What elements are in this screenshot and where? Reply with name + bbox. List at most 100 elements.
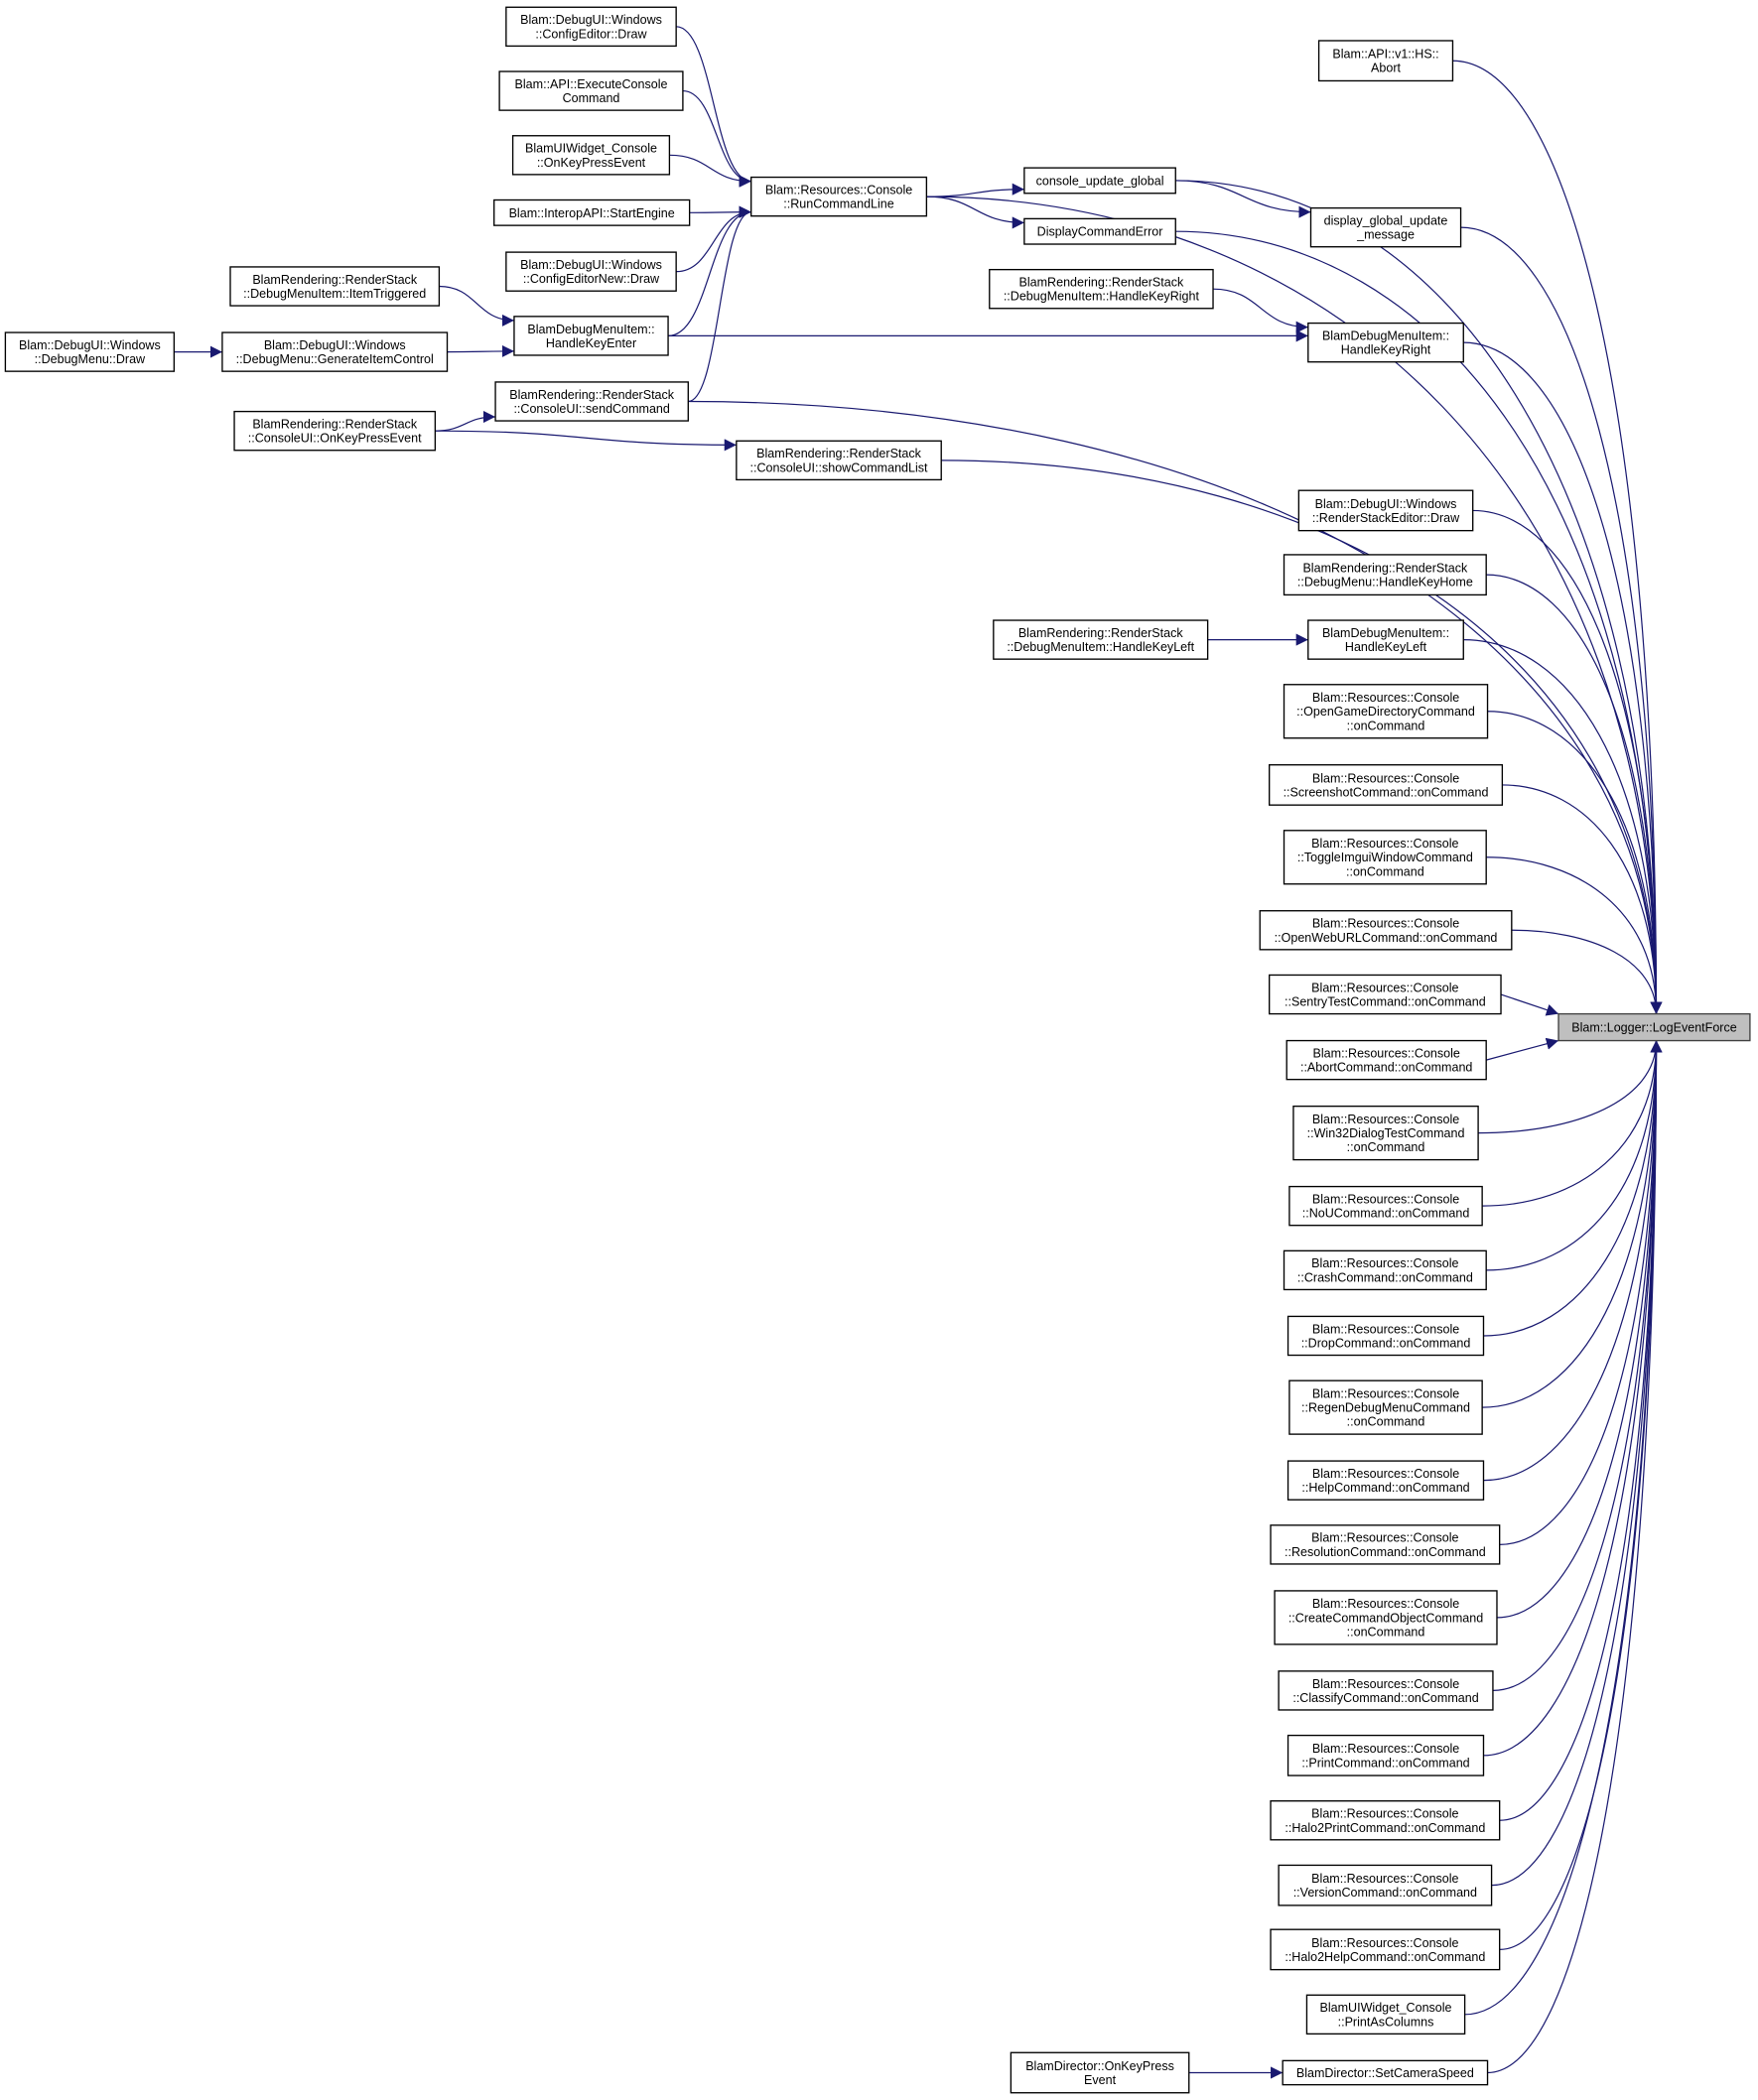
node-label: ::DebugMenuItem::HandleKeyLeft [1007,640,1194,654]
node-label: ::PrintCommand::onCommand [1301,1756,1469,1770]
node-nou[interactable]: Blam::Resources::Console::NoUCommand::on… [1288,1185,1483,1227]
node-label: ::ConfigEditor::Draw [535,27,647,41]
node-sentry-test[interactable]: Blam::Resources::Console::SentryTestComm… [1269,974,1502,1015]
node-generate-item-control[interactable]: Blam::DebugUI::Windows::DebugMenu::Gener… [221,331,449,372]
edge-version-to-log-event-force [1491,1040,1663,1887]
edge-nou-to-log-event-force [1482,1040,1663,1207]
node-box [1286,1734,1485,1776]
node-item-triggered[interactable]: BlamRendering::RenderStack::DebugMenuIte… [229,266,441,307]
node-label: ::Halo2PrintCommand::onCommand [1285,1821,1485,1835]
node-label: Blam::Resources::Console [1311,837,1458,851]
node-label: ::CrashCommand::onCommand [1297,1270,1473,1284]
node-label: Abort [1371,62,1401,75]
node-label: BlamRendering::RenderStack [252,273,418,287]
node-handle-key-enter[interactable]: BlamDebugMenuItem::HandleKeyEnter [513,316,669,356]
node-label: BlamDebugMenuItem:: [1322,329,1449,343]
node-uiwidget-onkey[interactable]: BlamUIWidget_Console::OnKeyPressEvent [511,135,671,176]
node-box [1282,2059,1489,2086]
node-box [505,6,677,48]
edge-display-global-update-to-log-event-force [1460,226,1663,1014]
node-box [1283,830,1487,885]
node-version[interactable]: Blam::Resources::Console::VersionCommand… [1278,1864,1493,1906]
node-label: ::AbortCommand::onCommand [1300,1061,1472,1075]
node-box [1285,1039,1487,1081]
node-regen-debug-menu[interactable]: Blam::Resources::Console::RegenDebugMenu… [1288,1379,1483,1435]
node-label: Blam::Resources::Console [1312,1322,1459,1336]
node-screenshot[interactable]: Blam::Resources::Console::ScreenshotComm… [1269,764,1504,806]
node-label: Blam::Resources::Console [1312,771,1459,785]
node-start-engine[interactable]: Blam::InteropAPI::StartEngine [493,198,691,226]
edge-help-to-log-event-force [1483,1040,1663,1482]
node-label: ::NoUCommand::onCommand [1302,1207,1470,1221]
node-display-command-error[interactable]: DisplayCommandError [1023,217,1176,245]
node-create-command-object[interactable]: Blam::Resources::Console::CreateCommandO… [1274,1590,1498,1645]
node-label: Blam::Resources::Console [1311,1256,1458,1270]
node-director-onkey[interactable]: BlamDirector::OnKeyPressEvent [1010,2051,1190,2094]
node-crash[interactable]: Blam::Resources::Console::CrashCommand::… [1283,1249,1487,1291]
node-rs-handle-key-left[interactable]: BlamRendering::RenderStack::DebugMenuIte… [993,619,1209,660]
node-handle-key-right[interactable]: BlamDebugMenuItem::HandleKeyRight [1307,322,1464,363]
edge-classify-to-log-event-force [1492,1040,1663,1692]
node-label: Blam::API::v1::HS:: [1332,48,1438,62]
node-label: BlamDirector::OnKeyPress [1025,2059,1174,2073]
node-send-command[interactable]: BlamRendering::RenderStack::ConsoleUI::s… [494,381,689,422]
node-box [511,135,671,176]
edge-drop-to-log-event-force [1483,1040,1663,1337]
edge-regen-debug-menu-to-log-event-force [1482,1040,1663,1408]
node-halo2-help[interactable]: Blam::Resources::Console::Halo2HelpComma… [1270,1928,1501,1971]
node-box [1317,40,1454,82]
node-help[interactable]: Blam::Resources::Console::HelpCommand::o… [1286,1460,1485,1501]
node-label: Blam::Resources::Console [1311,1807,1458,1821]
node-label: ::onCommand [1347,1626,1425,1640]
node-console-update-global[interactable]: console_update_global [1023,167,1176,195]
node-halo2-print[interactable]: Blam::Resources::Console::Halo2PrintComm… [1270,1800,1501,1841]
node-label: ::ResolutionCommand::onCommand [1285,1545,1486,1559]
edge-handle-key-left-to-log-event-force [1463,638,1663,1014]
node-consoleui-onkey[interactable]: BlamRendering::RenderStack::ConsoleUI::O… [233,410,437,452]
node-print-as-columns[interactable]: BlamUIWidget_Console::PrintAsColumns [1305,1994,1466,2035]
node-renderstack-editor[interactable]: Blam::DebugUI::Windows::RenderStackEdito… [1297,489,1474,532]
node-display-global-update[interactable]: display_global_update_message [1309,206,1462,248]
node-resolution[interactable]: Blam::Resources::Console::ResolutionComm… [1270,1524,1501,1565]
edge-handle-key-right-to-log-event-force [1463,341,1663,1014]
node-label: Blam::Resources::Console [1312,691,1459,705]
node-label: Blam::Logger::LogEventForce [1571,1021,1737,1035]
node-handle-key-left[interactable]: BlamDebugMenuItem::HandleKeyLeft [1307,619,1464,660]
node-label: ::RunCommandLine [783,197,893,211]
node-configeditornew-draw[interactable]: Blam::DebugUI::Windows::ConfigEditorNew:… [505,251,677,292]
node-log-event-force[interactable]: Blam::Logger::LogEventForce [1557,1012,1751,1042]
node-classify[interactable]: Blam::Resources::Console::ClassifyComman… [1278,1670,1494,1711]
node-open-web-url[interactable]: Blam::Resources::Console::OpenWebURLComm… [1259,910,1513,951]
edge-set-camera-speed-to-log-event-force [1487,1040,1663,2074]
node-handle-key-home[interactable]: BlamRendering::RenderStack::DebugMenu::H… [1283,554,1487,596]
node-box [1283,684,1489,739]
node-abort-command[interactable]: Blam::Resources::Console::AbortCommand::… [1285,1039,1487,1081]
edge-renderstack-editor-to-log-event-force [1472,509,1663,1014]
node-toggle-imgui[interactable]: Blam::Resources::Console::ToggleImguiWin… [1283,830,1487,885]
edge-run-command-line-to-log-event-force [926,196,1663,1014]
node-label: ::VersionCommand::onCommand [1293,1886,1477,1900]
node-label: Blam::Resources::Console [1312,1467,1459,1481]
edge-uiwidget-onkey-to-run-command-line [669,154,751,188]
node-show-command-list[interactable]: BlamRendering::RenderStack::ConsoleUI::s… [736,440,942,481]
node-open-game-dir[interactable]: Blam::Resources::Console::OpenGameDirect… [1283,684,1489,739]
node-set-camera-speed[interactable]: BlamDirector::SetCameraSpeed [1282,2059,1489,2086]
node-run-command-line[interactable]: Blam::Resources::Console::RunCommandLine [750,176,928,217]
node-label: Blam::Resources::Console [1311,981,1458,994]
node-drop[interactable]: Blam::Resources::Console::DropCommand::o… [1286,1315,1485,1357]
node-box [736,440,942,481]
node-label: Blam::DebugUI::Windows [1315,497,1457,511]
edge-handle-key-enter-to-run-command-line [668,205,751,337]
node-configeditor-draw[interactable]: Blam::DebugUI::Windows::ConfigEditor::Dr… [505,6,677,48]
node-win32-dialog[interactable]: Blam::Resources::Console::Win32DialogTes… [1292,1105,1479,1161]
node-box [1023,167,1176,195]
node-rs-handle-key-right[interactable]: BlamRendering::RenderStack::DebugMenuIte… [989,268,1214,310]
node-label: Event [1084,2073,1117,2087]
node-label: ::ConsoleUI::OnKeyPressEvent [248,432,422,446]
node-box [1309,206,1462,248]
node-debugmenu-draw[interactable]: Blam::DebugUI::Windows::DebugMenu::Draw [4,331,176,372]
node-hs-abort[interactable]: Blam::API::v1::HS::Abort [1317,40,1454,82]
node-box [233,410,437,452]
node-print[interactable]: Blam::Resources::Console::PrintCommand::… [1286,1734,1485,1776]
